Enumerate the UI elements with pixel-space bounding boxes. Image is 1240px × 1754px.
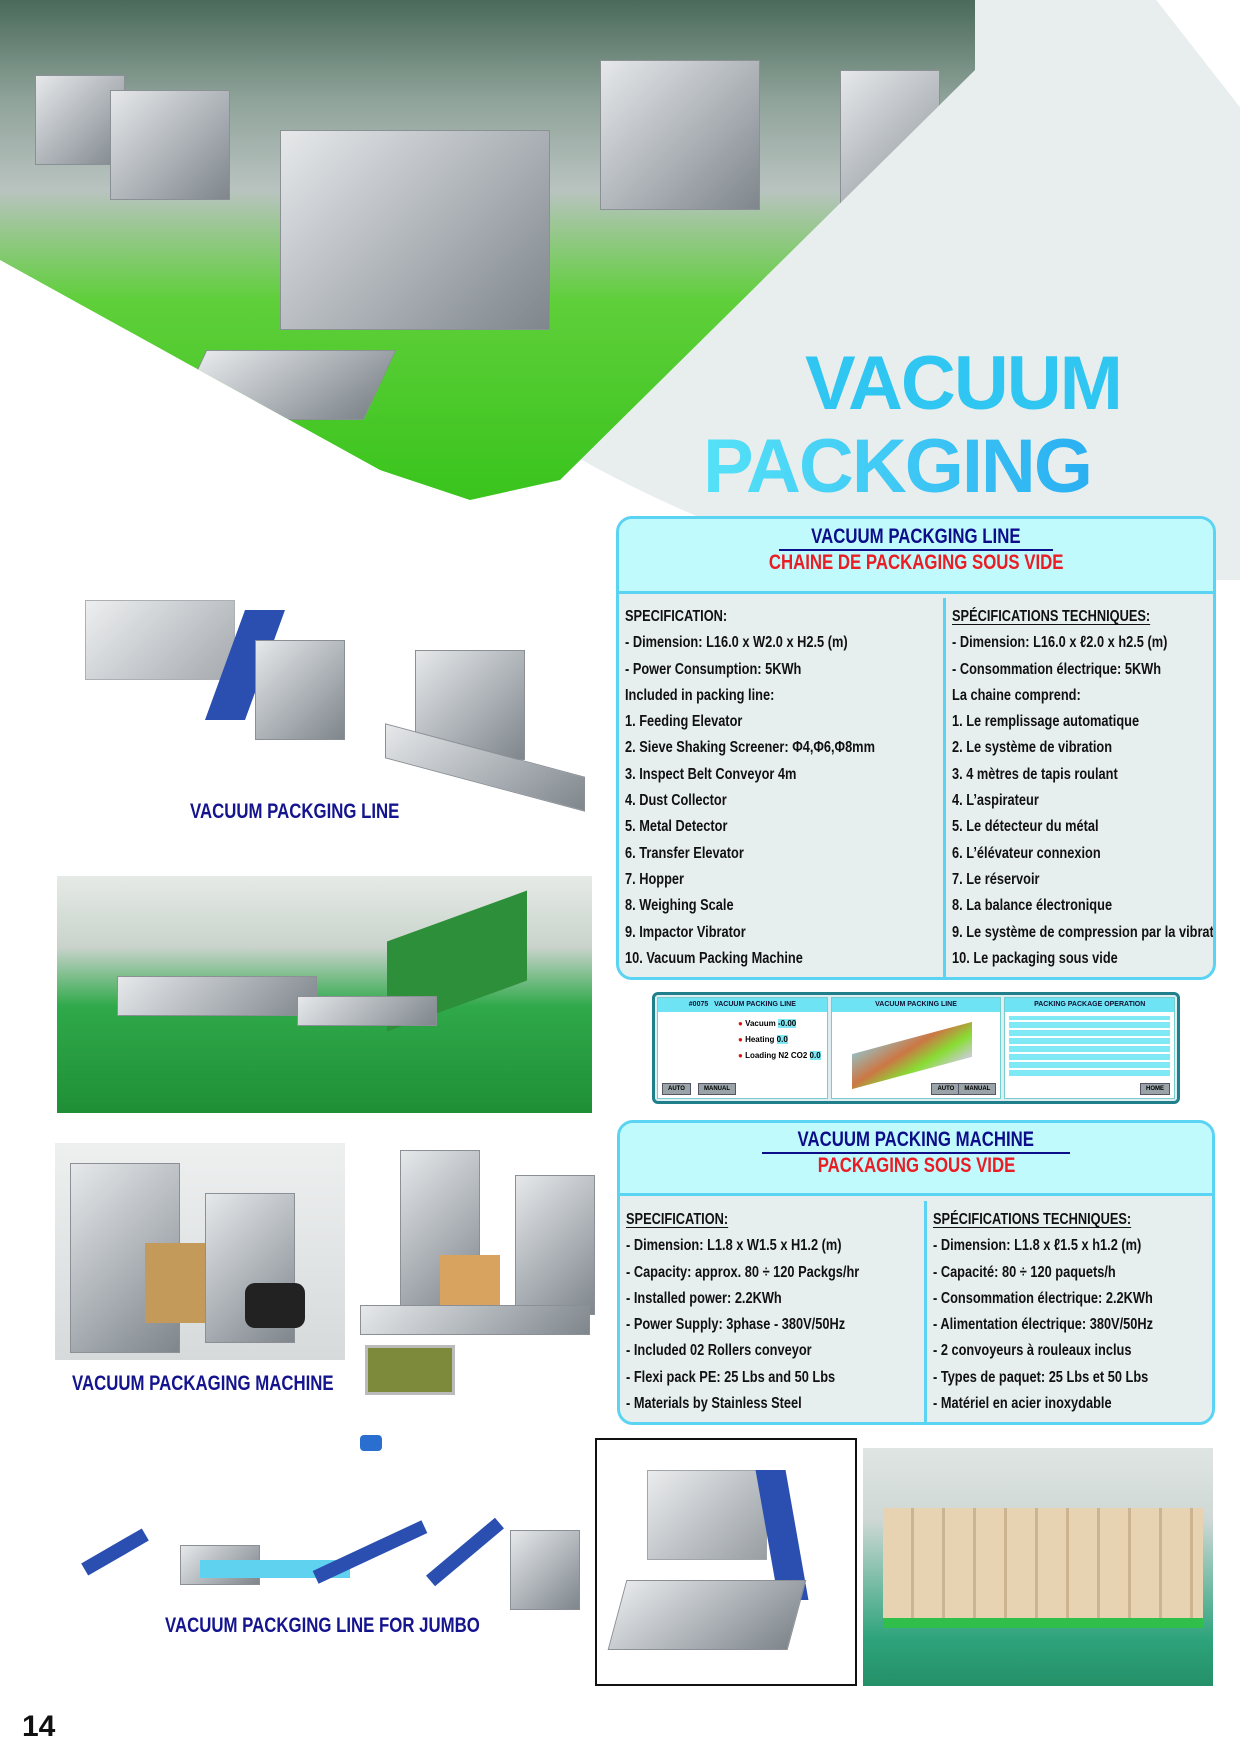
- spec-french: SPÉCIFICATIONS TECHNIQUES:- Dimension: L…: [923, 1201, 1212, 1422]
- photo-packed-pallets: [863, 1448, 1213, 1686]
- photo-jumbo-bagging-station: [595, 1438, 857, 1686]
- caption-vacuum-packaging-line: VACUUM PACKGING LINE: [190, 800, 400, 823]
- hmi-screens-image: #0075 VACUUM PACKING LINE ● Vacuum -0.00…: [652, 992, 1180, 1104]
- spec-french: SPÉCIFICATIONS TECHNIQUES:- Dimension: L…: [943, 598, 1213, 977]
- photo-jumbo-line-render: [70, 1515, 585, 1620]
- vacuum-packaging-line-spec-panel: VACUUM PACKGING LINE CHAINE DE PACKAGING…: [616, 516, 1216, 980]
- vacuum-packing-machine-spec-panel: VACUUM PACKING MACHINE PACKAGING SOUS VI…: [617, 1120, 1215, 1425]
- photo-packaging-line-render: [65, 590, 615, 845]
- caption-vacuum-packaging-line-jumbo: VACUUM PACKGING LINE FOR JUMBO: [165, 1614, 480, 1637]
- photo-factory-line: [57, 876, 592, 1113]
- page-number: 14: [22, 1710, 56, 1743]
- caption-vacuum-packaging-machine: VACUUM PACKAGING MACHINE: [72, 1372, 334, 1395]
- panel-title: VACUUM PACKING MACHINE: [797, 1128, 1035, 1151]
- hero-title-line1: VACUUM: [805, 341, 1123, 426]
- spec-english: SPECIFICATION:- Dimension: L16.0 x W2.0 …: [625, 608, 875, 967]
- photo-vacuum-machine-with-scale: [355, 1135, 605, 1455]
- panel-subtitle: CHAINE DE PACKAGING SOUS VIDE: [768, 551, 1064, 574]
- spec-english: SPECIFICATION:- Dimension: L1.8 x W1.5 x…: [626, 1211, 860, 1413]
- panel-title: VACUUM PACKGING LINE: [811, 525, 1021, 548]
- panel-subtitle: PACKAGING SOUS VIDE: [817, 1154, 1015, 1177]
- photo-vacuum-machine: [55, 1143, 345, 1360]
